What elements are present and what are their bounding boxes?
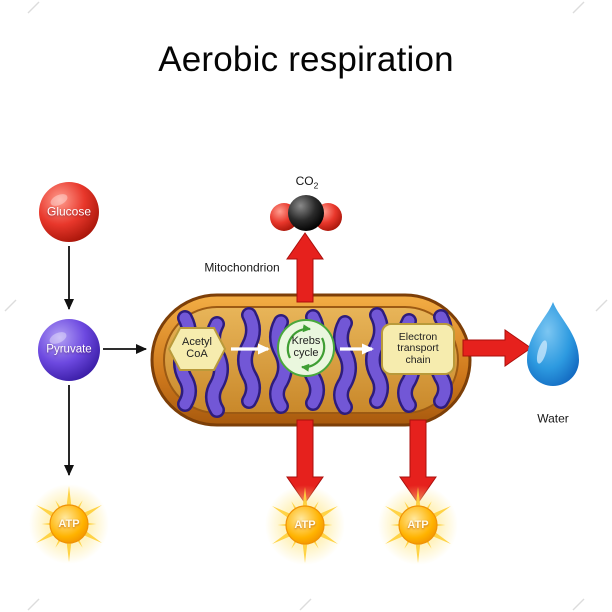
pyruvate-label: Pyruvate bbox=[46, 343, 92, 356]
krebs-cycle-arrow-1 bbox=[286, 324, 311, 359]
atp-label-right: ATP bbox=[407, 518, 429, 531]
product-arrows bbox=[286, 232, 532, 504]
krebs-cycle-label: Krebs cycle bbox=[291, 335, 321, 360]
electron-transport-chain-badge bbox=[381, 323, 455, 375]
etc-line1: Electron bbox=[398, 331, 438, 344]
krebs-cycle-arrow-2 bbox=[301, 337, 326, 372]
arrow-co2-up bbox=[286, 232, 324, 303]
acetyl-coa-line1: Acetyl bbox=[182, 336, 212, 349]
crop-marks bbox=[4, 1, 608, 611]
mitochondrion-label: Mitochondrion bbox=[204, 260, 280, 275]
water-label: Water bbox=[537, 411, 569, 426]
acetyl-coa-badge bbox=[167, 327, 227, 371]
krebs-line2: cycle bbox=[293, 347, 319, 359]
co2-molecule bbox=[270, 195, 342, 231]
etc-line3: chain bbox=[405, 353, 431, 366]
krebs-cycle-badge bbox=[277, 319, 335, 377]
glucose-sphere bbox=[39, 182, 99, 242]
glycolysis-flow-arrows bbox=[64, 246, 147, 476]
page-title: Aerobic respiration bbox=[158, 39, 454, 79]
acetyl-coa-label: Acetyl CoA bbox=[182, 336, 212, 361]
arrow-atp-right-down bbox=[399, 419, 437, 504]
arrow-atp-center-down bbox=[286, 419, 324, 504]
electron-transport-chain-label: Electron transport chain bbox=[397, 331, 439, 366]
atp-label-center: ATP bbox=[294, 518, 316, 531]
arrow-water-right bbox=[462, 329, 532, 367]
glucose-label: Glucose bbox=[46, 204, 92, 219]
etc-line2: transport bbox=[397, 342, 439, 355]
co2-text: CO bbox=[295, 174, 314, 189]
co2-label: CO2 bbox=[296, 175, 319, 191]
pyruvate-sphere bbox=[38, 319, 100, 381]
water-droplet bbox=[527, 302, 579, 386]
acetyl-coa-line2: CoA bbox=[186, 348, 208, 360]
krebs-line1: Krebs bbox=[291, 335, 321, 348]
atp-label-left: ATP bbox=[58, 517, 80, 530]
co2-subscript: 2 bbox=[313, 180, 319, 191]
